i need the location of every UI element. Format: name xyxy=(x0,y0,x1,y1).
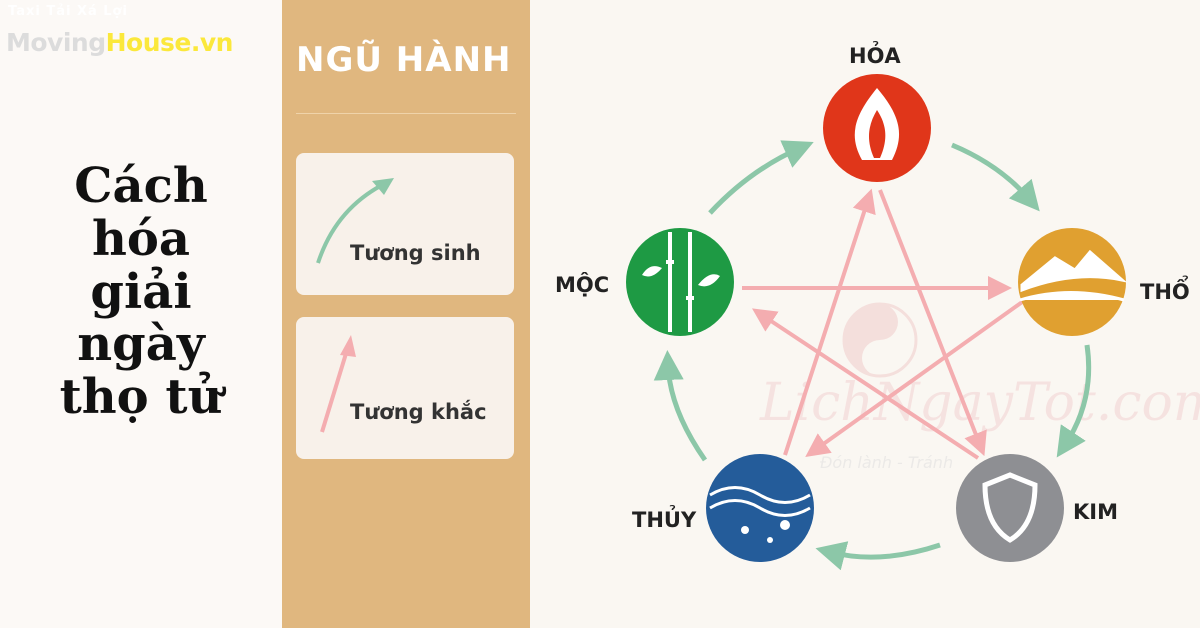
element-moc xyxy=(626,228,734,336)
flame-icon xyxy=(854,88,900,160)
divider xyxy=(296,113,516,114)
logo-part2: House.vn xyxy=(105,28,234,57)
logo: MovingHouse.vn xyxy=(6,28,233,57)
shield-icon xyxy=(982,472,1038,543)
watermark: LichNgayTot.com Đón lành - Tránh xyxy=(759,302,1200,472)
ngu-hanh-diagram: LichNgayTot.com Đón lành - Tránh xyxy=(530,0,1200,628)
element-tho xyxy=(1018,228,1128,336)
watermark-slogan: Đón lành - Tránh xyxy=(820,453,953,472)
page-title: Cách hóa giải ngày thọ tử xyxy=(0,160,282,424)
water-icon xyxy=(709,486,811,517)
title-text: Cách hóa giải ngày thọ tử xyxy=(59,158,223,426)
label-tho: THỔ xyxy=(1140,280,1190,304)
arrow-thuy-moc xyxy=(653,350,708,462)
arrow-kim-moc xyxy=(751,308,980,460)
logo-tagline: Taxi Tải Xá Lợi xyxy=(8,4,128,19)
label-hoa: HỎA xyxy=(849,44,901,68)
logo-part1: Moving xyxy=(6,28,106,57)
element-kim xyxy=(956,454,1064,562)
mountain-icon xyxy=(1019,249,1128,302)
arrow-kim-thuy xyxy=(815,541,941,571)
legend-label: Tương khắc xyxy=(350,400,487,424)
legend-item-tuong-sinh: Tương sinh xyxy=(296,153,514,295)
legend-heading: NGŨ HÀNH xyxy=(296,40,512,80)
tuong-khac-arrows xyxy=(742,188,1027,460)
element-hoa xyxy=(823,74,931,182)
watermark-brand: LichNgayTot.com xyxy=(759,373,1200,433)
label-kim: KIM xyxy=(1073,500,1118,524)
arrow-tho-kim xyxy=(1056,344,1092,458)
legend-panel: NGŨ HÀNH Tương sinh Tương khắc xyxy=(282,0,530,628)
element-thuy xyxy=(706,454,814,562)
arrow-hoa-kim xyxy=(878,189,987,457)
arrow-hoa-tho xyxy=(951,142,1040,212)
label-thuy: THỦY xyxy=(632,508,697,532)
arrow-tho-thuy xyxy=(805,298,1027,457)
label-moc: MỘC xyxy=(555,273,610,297)
title-panel: Taxi Tải Xá Lợi MovingHouse.vn Cách hóa … xyxy=(0,0,282,628)
arrow-moc-hoa xyxy=(708,140,814,215)
legend-label: Tương sinh xyxy=(350,241,481,265)
tuong-sinh-arrows xyxy=(653,140,1092,571)
arrow-thuy-hoa xyxy=(783,188,876,456)
bamboo-icon xyxy=(666,232,694,332)
pink-arrow-icon xyxy=(320,335,356,433)
legend-item-tuong-khac: Tương khắc xyxy=(296,317,514,459)
green-arrow-icon xyxy=(316,178,394,264)
